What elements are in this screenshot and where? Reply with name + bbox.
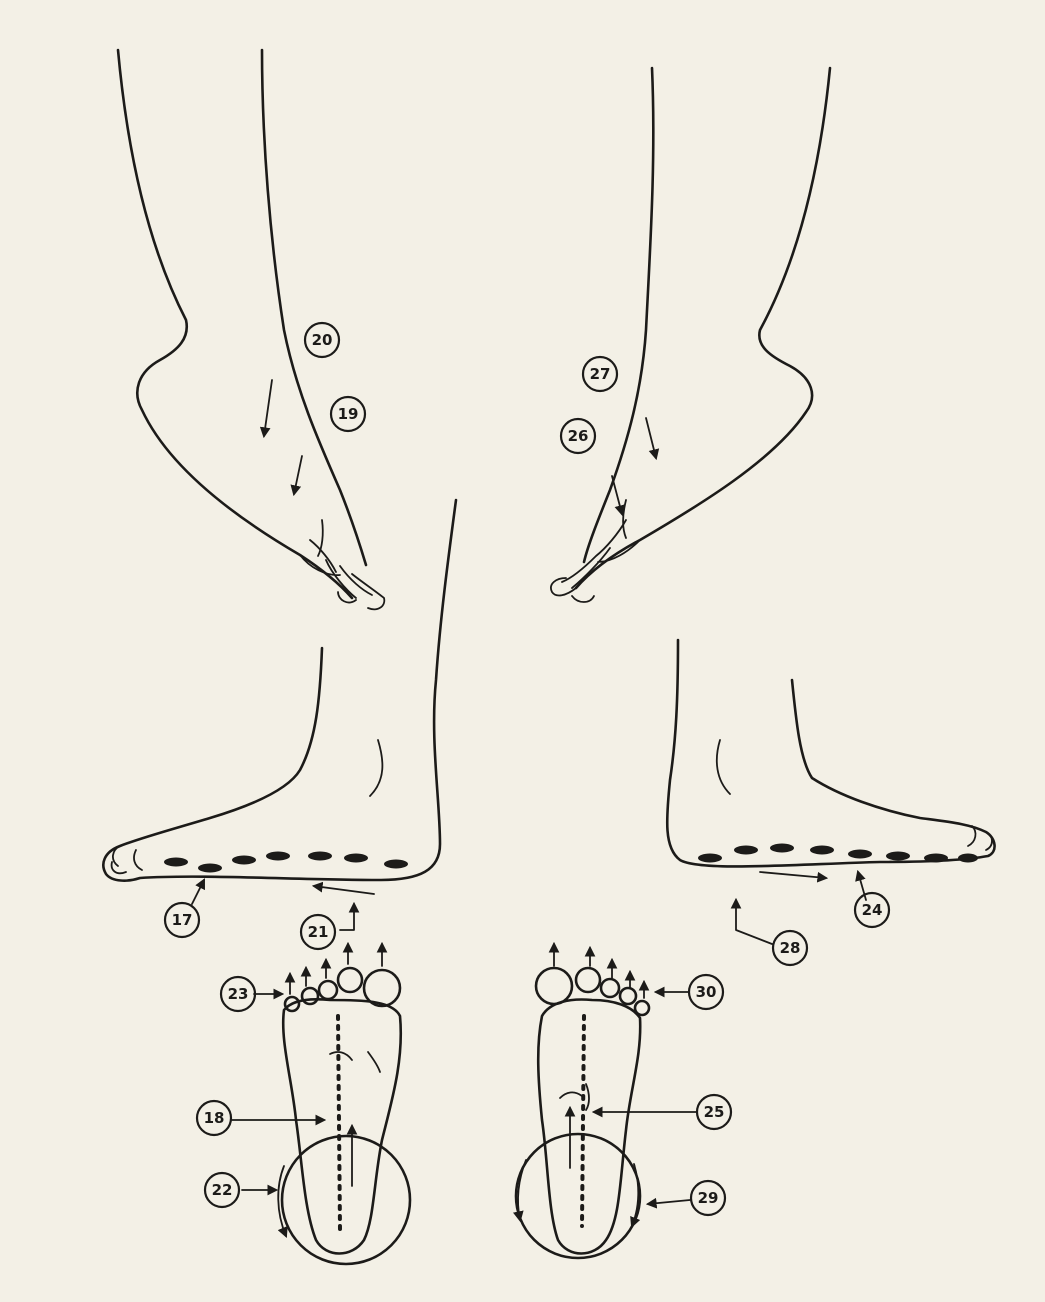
label-22: 22 [205,1173,239,1207]
svg-text:22: 22 [212,1181,233,1199]
left-leg-pointed-foot [118,50,384,609]
heel-arrow-left [314,886,374,894]
arrow-17 [192,880,204,904]
label-20: 20 [305,323,339,357]
arrow-21 [340,904,354,930]
right-sole [516,944,649,1258]
sole-arrow-right [760,872,826,878]
svg-text:18: 18 [204,1109,225,1127]
label-30: 30 [689,975,723,1009]
label-17: 17 [165,903,199,937]
sole-dashes-24 [698,844,978,863]
svg-text:17: 17 [172,911,193,929]
label-27: 27 [583,357,617,391]
stroke-arrow-19 [294,456,302,494]
svg-text:24: 24 [862,901,883,919]
svg-text:23: 23 [228,985,249,1003]
arrow-28 [736,900,772,944]
arrow-29 [648,1200,690,1204]
svg-text:25: 25 [704,1103,725,1121]
stroke-arrow-20 [264,380,272,436]
label-29: 29 [691,1181,725,1215]
label-25: 25 [697,1095,731,1129]
svg-text:29: 29 [698,1189,719,1207]
right-leg-pointed-foot [551,68,830,602]
label-21: 21 [301,915,335,949]
svg-text:26: 26 [568,427,589,445]
label-28: 28 [773,931,807,965]
stroke-arrow-27 [646,418,656,458]
stroke-arrow-26 [612,476,622,514]
svg-text:21: 21 [308,923,329,941]
label-24: 24 [855,893,889,927]
label-18: 18 [197,1101,231,1135]
label-23: 23 [221,977,255,1011]
label-19: 19 [331,397,365,431]
right-standing-foot [667,640,994,866]
svg-text:27: 27 [590,365,611,383]
svg-text:30: 30 [696,983,717,1001]
svg-text:19: 19 [338,405,359,423]
label-26: 26 [561,419,595,453]
svg-text:20: 20 [312,331,333,349]
svg-text:28: 28 [780,939,801,957]
left-sole [278,944,410,1264]
left-standing-foot [103,500,456,881]
sole-dashes-17 [164,852,408,873]
